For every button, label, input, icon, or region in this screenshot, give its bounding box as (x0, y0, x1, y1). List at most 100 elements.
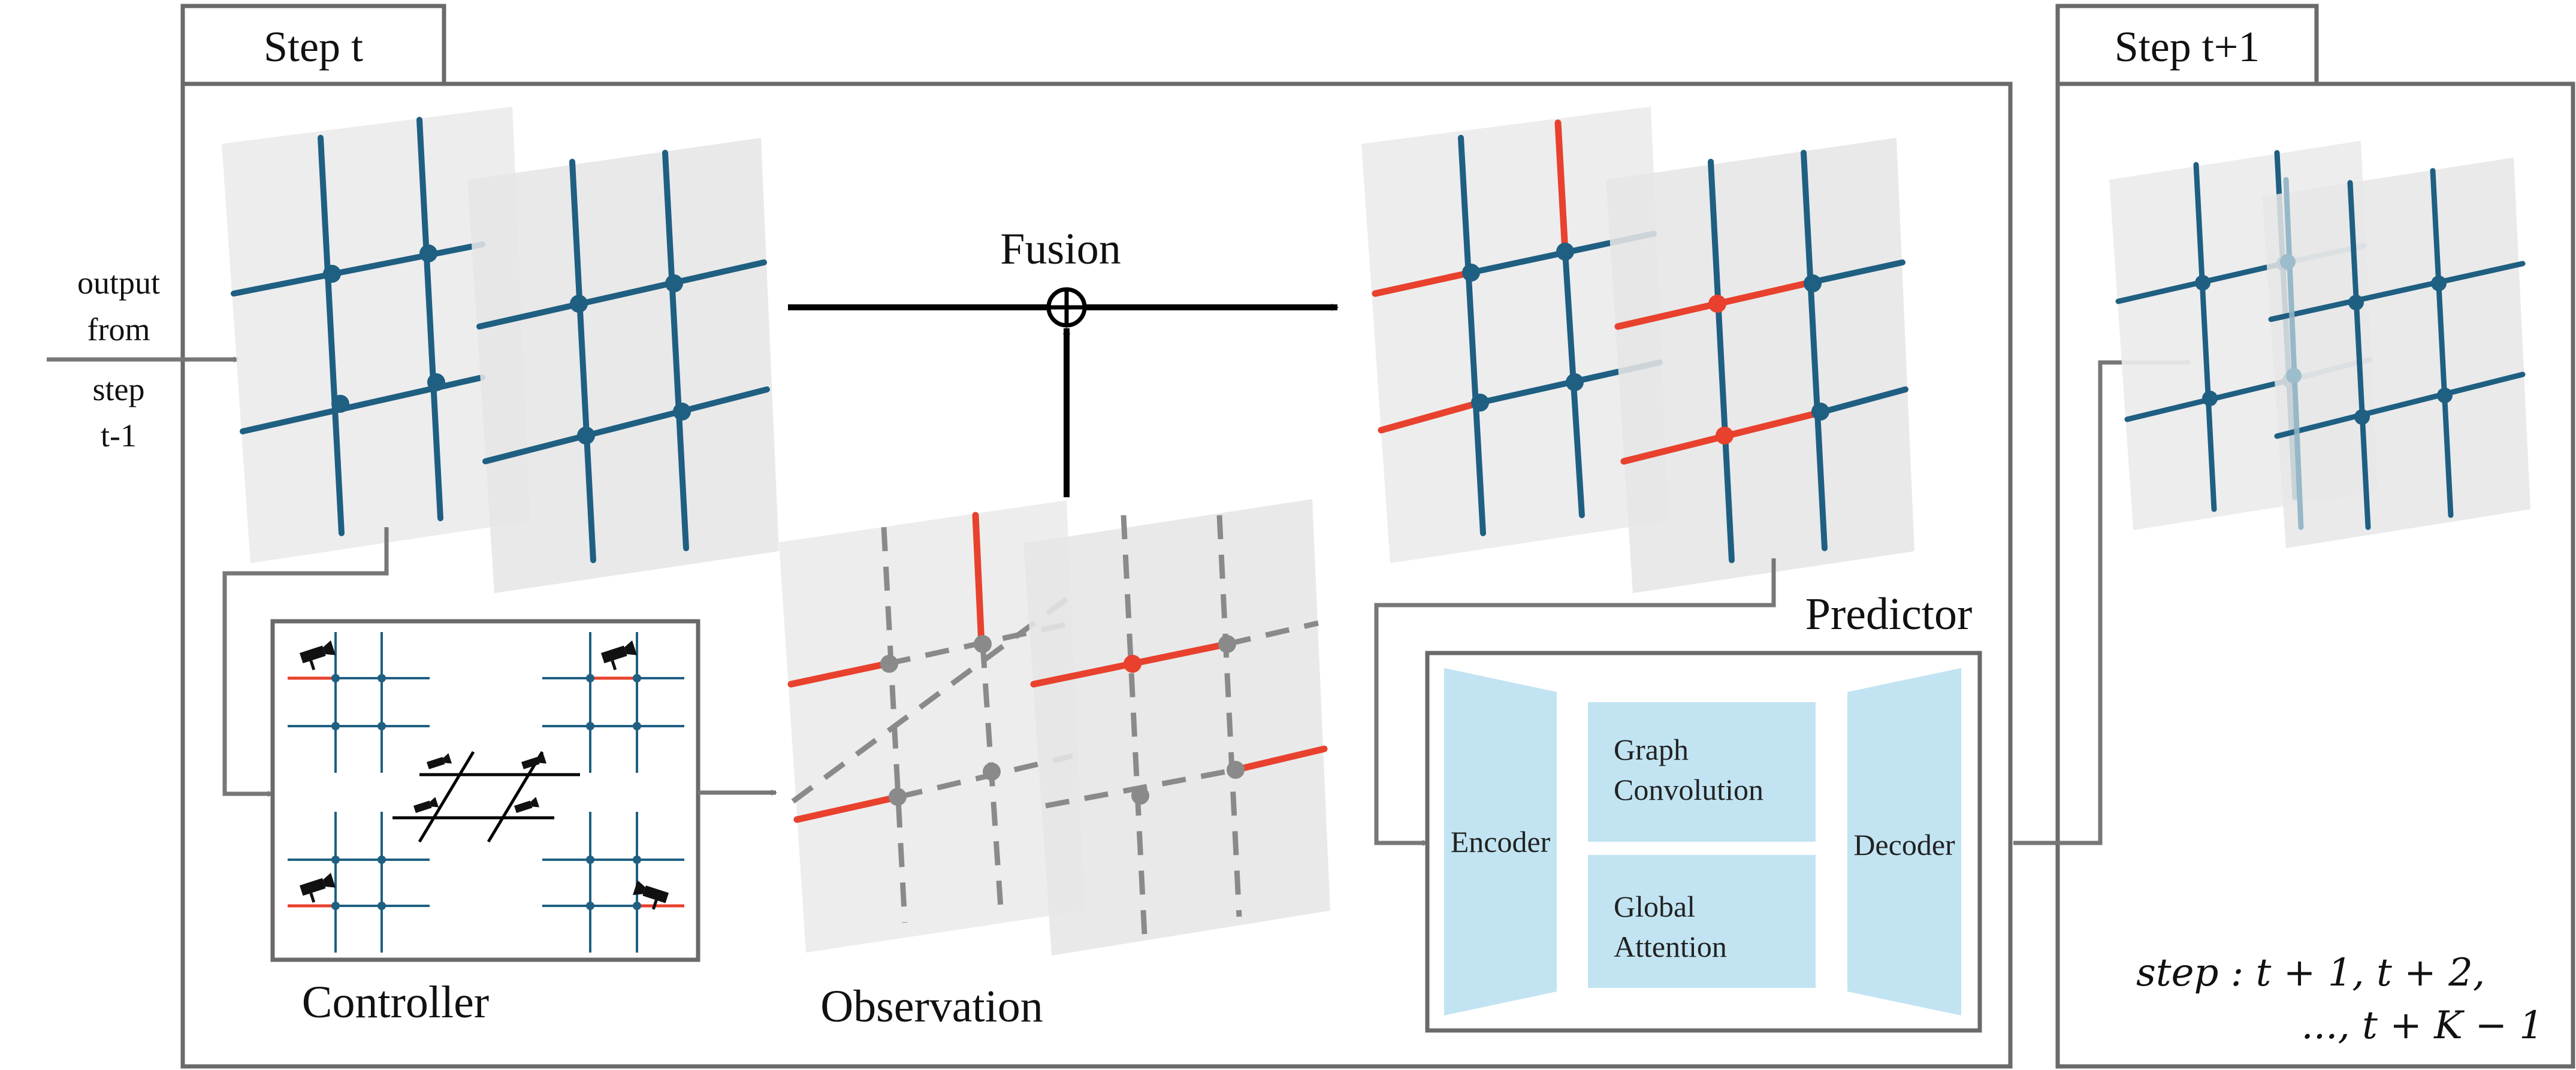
grid-to-controller-arrow (222, 527, 389, 797)
graph-convolution-block (1588, 702, 1816, 842)
road-line (2430, 168, 2454, 518)
intersection-node (1218, 635, 1236, 653)
intersection-node (570, 295, 588, 313)
camera-icon (413, 797, 439, 813)
intersection-node (889, 788, 907, 806)
road-line (2347, 180, 2371, 530)
congested-road-line (1378, 399, 1484, 434)
road-line (662, 150, 689, 551)
road-line (231, 241, 485, 297)
road-line (2193, 162, 2217, 512)
congested-road-line (972, 512, 985, 648)
road-line (1819, 386, 1908, 415)
grid-sheet (1023, 499, 1330, 956)
step-t-label: Step t (264, 23, 363, 71)
observation-label: Observation (820, 981, 1043, 1032)
input-grid-back (222, 107, 530, 563)
camera-icon (299, 640, 336, 670)
congested-road-line (1372, 269, 1475, 297)
observed-road-line (1216, 515, 1242, 917)
intersection-node (419, 244, 437, 262)
intersection-node (1811, 403, 1829, 421)
intersection-node (974, 635, 992, 653)
intersection-node (323, 265, 341, 283)
intersection-node (983, 763, 1001, 781)
road-line (476, 259, 767, 330)
road-line (2274, 371, 2526, 439)
intersection-node (1227, 761, 1245, 779)
step-t1-frame: Step t+1 (2055, 4, 2575, 1069)
road-line (482, 386, 770, 464)
grid-sheet (1361, 107, 1669, 563)
intersection-node (2280, 254, 2296, 270)
step-t1-label: Step t+1 (2115, 23, 2260, 71)
fusion-operator-icon (1046, 287, 1087, 328)
intersection-node (2286, 368, 2302, 383)
fused-grid-back (1361, 107, 1669, 563)
intersection-node (331, 395, 349, 413)
graph-convolution-label-line-2: Convolution (1614, 773, 1763, 806)
intersection-node (1131, 787, 1149, 805)
intersection-node (673, 403, 691, 421)
input-label: output from step t-1 (77, 265, 160, 454)
controller-label: Controller (302, 977, 489, 1027)
next-grid-front (2262, 158, 2530, 548)
global-attention-label-line-2: Attention (1614, 930, 1727, 963)
step-range-formula-line-1: step : t + 1, t + 2, (2136, 951, 2485, 995)
input-label-line-1: output (77, 265, 160, 301)
camera-icon (521, 753, 547, 769)
camera-icon (427, 753, 452, 769)
graph-convolution-label-line-1: Graph (1614, 733, 1689, 766)
intersection-node (1566, 373, 1584, 391)
intersection-node (1471, 394, 1489, 412)
road-line (1811, 259, 1905, 285)
intersection-node (1708, 295, 1726, 313)
intersection-node (1804, 274, 1822, 292)
intersection-node (2431, 276, 2447, 291)
fused-grid-front (1606, 138, 1914, 593)
decoder-label: Decoder (1853, 828, 1955, 862)
congested-road-line (1232, 745, 1328, 773)
input-label-line-3: step (93, 371, 145, 407)
intersection-node (427, 373, 445, 391)
camera-icon (632, 880, 669, 910)
congested-road-line (793, 793, 902, 823)
intersection-node (2437, 388, 2453, 403)
grid-sheet (222, 107, 530, 563)
road-line (1708, 159, 1735, 563)
camera-icon (299, 872, 336, 903)
controller-box (270, 619, 700, 962)
input-label-line-2: from (87, 312, 150, 347)
grid-sheet (2262, 158, 2530, 548)
observation-grid-front (1023, 499, 1330, 956)
intersection-node (2348, 295, 2364, 310)
road-line (318, 135, 345, 536)
predictor-label: Predictor (1805, 589, 1973, 639)
input-label-line-4: t-1 (101, 418, 137, 454)
input-grid-front (467, 138, 779, 593)
road-line (2268, 261, 2526, 322)
camera-icon (601, 640, 638, 670)
road-line (1801, 150, 1828, 551)
intersection-node (2195, 275, 2210, 291)
grid-sheet (467, 138, 779, 593)
intersection-node (880, 655, 898, 673)
intersection-node (1556, 243, 1574, 261)
predictor-box: Encoder Graph Convolution Global Attenti… (1425, 651, 1982, 1033)
decoder-block (1847, 668, 1961, 1015)
global-attention-block (1588, 855, 1816, 988)
step-t-frame: Step t (180, 4, 2013, 1069)
grid-sheet (1606, 138, 1914, 593)
intersection-node (1124, 655, 1141, 673)
step-range-formula-line-2: ..., t + K − 1 (2301, 1003, 2544, 1048)
road-line (569, 159, 596, 563)
intersection-node (2202, 391, 2218, 406)
intersection-node (1462, 264, 1480, 282)
encoder-block (1444, 668, 1557, 1015)
camera-icon (514, 797, 540, 813)
grid-sheet (779, 500, 1085, 953)
fused-to-predictor-arrow (1374, 558, 1776, 846)
observed-road-line (1121, 515, 1147, 935)
intersection-node (577, 427, 595, 445)
